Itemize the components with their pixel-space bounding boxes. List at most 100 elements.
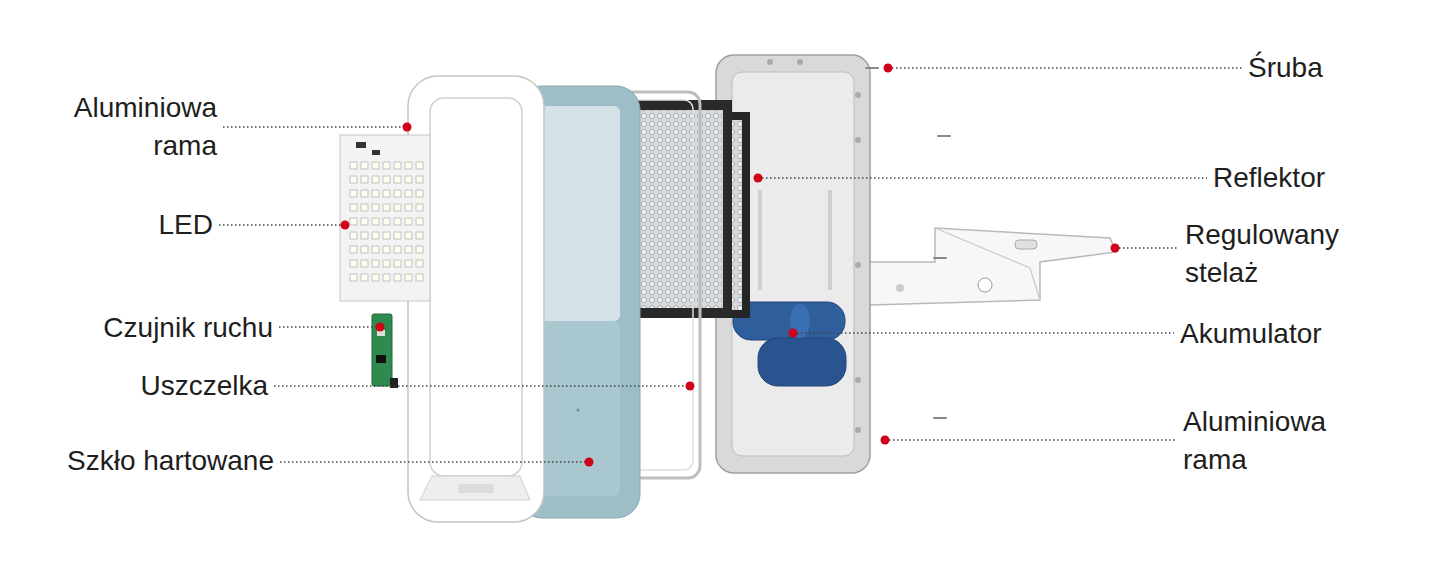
led-board xyxy=(350,176,357,183)
callout-dot xyxy=(686,382,695,391)
led-board xyxy=(416,246,423,253)
led-board xyxy=(361,190,368,197)
led-board xyxy=(350,204,357,211)
led-board xyxy=(350,260,357,267)
led-board xyxy=(356,142,366,148)
led-board xyxy=(383,176,390,183)
led-board xyxy=(361,204,368,211)
led-board xyxy=(394,218,401,225)
led-board xyxy=(372,150,380,155)
motion-sensor xyxy=(372,314,398,388)
adjustable-bracket xyxy=(896,284,904,292)
led-board xyxy=(383,218,390,225)
adjustable-bracket xyxy=(1015,240,1037,249)
led-board xyxy=(416,274,423,281)
led-board xyxy=(416,218,423,225)
led-board xyxy=(340,135,430,301)
part-label: Czujnik ruchu xyxy=(103,309,273,347)
motion-sensor xyxy=(376,355,386,363)
led-board xyxy=(416,176,423,183)
led-board xyxy=(394,274,401,281)
part-label: Reflektor xyxy=(1213,159,1325,197)
led-board xyxy=(416,260,423,267)
led-board xyxy=(416,204,423,211)
front-frame xyxy=(430,98,522,476)
led-board xyxy=(405,274,412,281)
led-board xyxy=(405,204,412,211)
led-board xyxy=(361,274,368,281)
led-board xyxy=(372,176,379,183)
callout-dot xyxy=(376,323,385,332)
leader-line xyxy=(280,461,589,462)
led-board xyxy=(372,260,379,267)
led-board xyxy=(394,260,401,267)
led-board xyxy=(405,176,412,183)
tempered-glass xyxy=(540,106,620,321)
rear-housing xyxy=(855,92,861,98)
part-label: Aluminiowa rama xyxy=(32,89,217,165)
led-board xyxy=(383,246,390,253)
led-board xyxy=(383,232,390,239)
leader-line xyxy=(758,177,1207,178)
led-board xyxy=(372,162,379,169)
rear-housing xyxy=(855,137,861,143)
rear-housing xyxy=(855,427,861,433)
led-board xyxy=(350,246,357,253)
callout-dot xyxy=(585,458,594,467)
led-board xyxy=(361,218,368,225)
screws xyxy=(934,257,946,259)
led-board xyxy=(350,274,357,281)
part-label: Akumulator xyxy=(1180,315,1322,353)
leader-line xyxy=(274,385,690,386)
rear-housing xyxy=(767,59,773,65)
callout-dot xyxy=(1111,244,1120,253)
leader-line xyxy=(279,326,380,327)
led-board xyxy=(405,162,412,169)
led-board xyxy=(350,232,357,239)
led-board xyxy=(383,260,390,267)
led-board xyxy=(405,246,412,253)
led-board xyxy=(361,232,368,239)
rear-housing xyxy=(855,262,861,268)
screws xyxy=(938,135,950,137)
screws xyxy=(866,67,878,69)
callout-dot xyxy=(884,64,893,73)
rear-housing xyxy=(732,72,854,456)
leader-line xyxy=(223,126,407,127)
tempered-glass xyxy=(577,409,580,412)
led-board xyxy=(340,135,430,301)
led-board xyxy=(350,162,357,169)
led-board xyxy=(394,246,401,253)
adjustable-bracket xyxy=(860,228,1116,305)
callout-dot xyxy=(341,221,350,230)
led-board xyxy=(394,232,401,239)
led-board xyxy=(394,176,401,183)
led-board xyxy=(405,218,412,225)
led-board xyxy=(350,218,357,225)
leader-line xyxy=(219,224,345,225)
part-label: Regulowany stelaż xyxy=(1185,216,1385,292)
led-board xyxy=(383,274,390,281)
led-board xyxy=(383,190,390,197)
led-board xyxy=(372,232,379,239)
led-board xyxy=(416,190,423,197)
led-board xyxy=(394,162,401,169)
leader-line xyxy=(885,439,1177,440)
led-board xyxy=(383,204,390,211)
part-label: Uszczelka xyxy=(140,367,268,405)
led-board xyxy=(394,190,401,197)
led-board xyxy=(372,204,379,211)
callout-dot xyxy=(881,436,890,445)
led-board xyxy=(372,246,379,253)
led-board xyxy=(372,190,379,197)
callout-dot xyxy=(789,329,798,338)
led-board xyxy=(361,246,368,253)
part-label: Szkło hartowane xyxy=(67,442,274,480)
rear-housing xyxy=(855,377,861,383)
motion-sensor xyxy=(372,314,392,386)
adjustable-bracket xyxy=(935,228,1040,300)
rear-housing xyxy=(797,59,803,65)
led-board xyxy=(350,190,357,197)
led-board xyxy=(405,260,412,267)
front-frame xyxy=(420,476,530,500)
